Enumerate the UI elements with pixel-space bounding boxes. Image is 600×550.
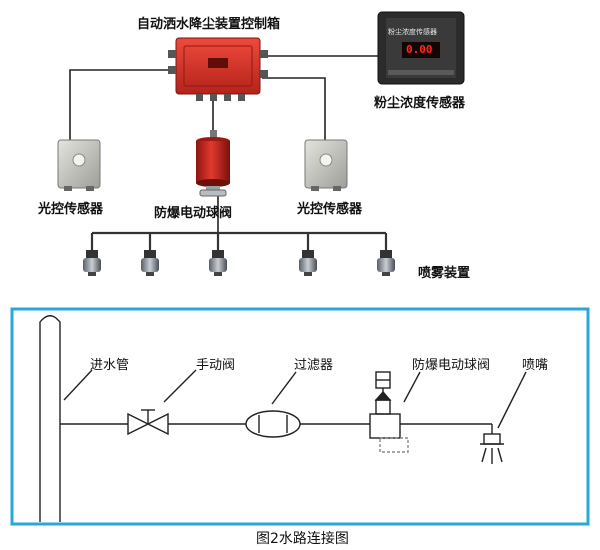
spray-nozzle (209, 250, 227, 276)
light-sensor-right-label: 光控传感器 (297, 202, 363, 217)
top-wiring (69, 55, 378, 232)
valve-label: 防爆电动球阀 (154, 206, 233, 221)
electric-valve-body (369, 413, 401, 439)
dust-sensor-label: 粉尘浓度传感器 (374, 96, 466, 111)
dust-sensor-screen-title: 粉尘浓度传感器 (388, 28, 437, 36)
light-sensor-right-device (304, 139, 348, 191)
figure-caption: 图2水路连接图 (256, 531, 349, 547)
control-box (168, 37, 268, 101)
water-path (39, 315, 527, 522)
filter-label: 过滤器 (294, 358, 334, 373)
nozzle-label: 喷嘴 (522, 358, 549, 373)
inlet-pipe-shape (39, 315, 61, 522)
valve-device (196, 130, 230, 197)
light-sensor-left-label: 光控传感器 (38, 202, 104, 217)
dust-sensor-display: 0.00 (406, 43, 433, 56)
filter-symbol (245, 410, 301, 438)
spray-manifold (90, 231, 388, 250)
spray-nozzles (83, 250, 395, 276)
inlet-pipe-label: 进水管 (90, 358, 130, 373)
water-diagram-frame (10, 307, 590, 526)
control-box-label: 自动洒水降尘装置控制箱 (137, 17, 281, 32)
spray-nozzle (141, 250, 159, 276)
light-sensor-left-device (57, 139, 101, 191)
nozzle-symbol (483, 433, 501, 445)
electric-valve-label: 防爆电动球阀 (412, 358, 491, 373)
manual-valve-label: 手动阀 (196, 358, 236, 373)
spray-nozzle (299, 250, 317, 276)
dust-sensor-device (377, 11, 465, 85)
spray-nozzle (377, 250, 395, 276)
spray-nozzle (83, 250, 101, 276)
spray-device-label: 喷雾装置 (418, 266, 471, 281)
